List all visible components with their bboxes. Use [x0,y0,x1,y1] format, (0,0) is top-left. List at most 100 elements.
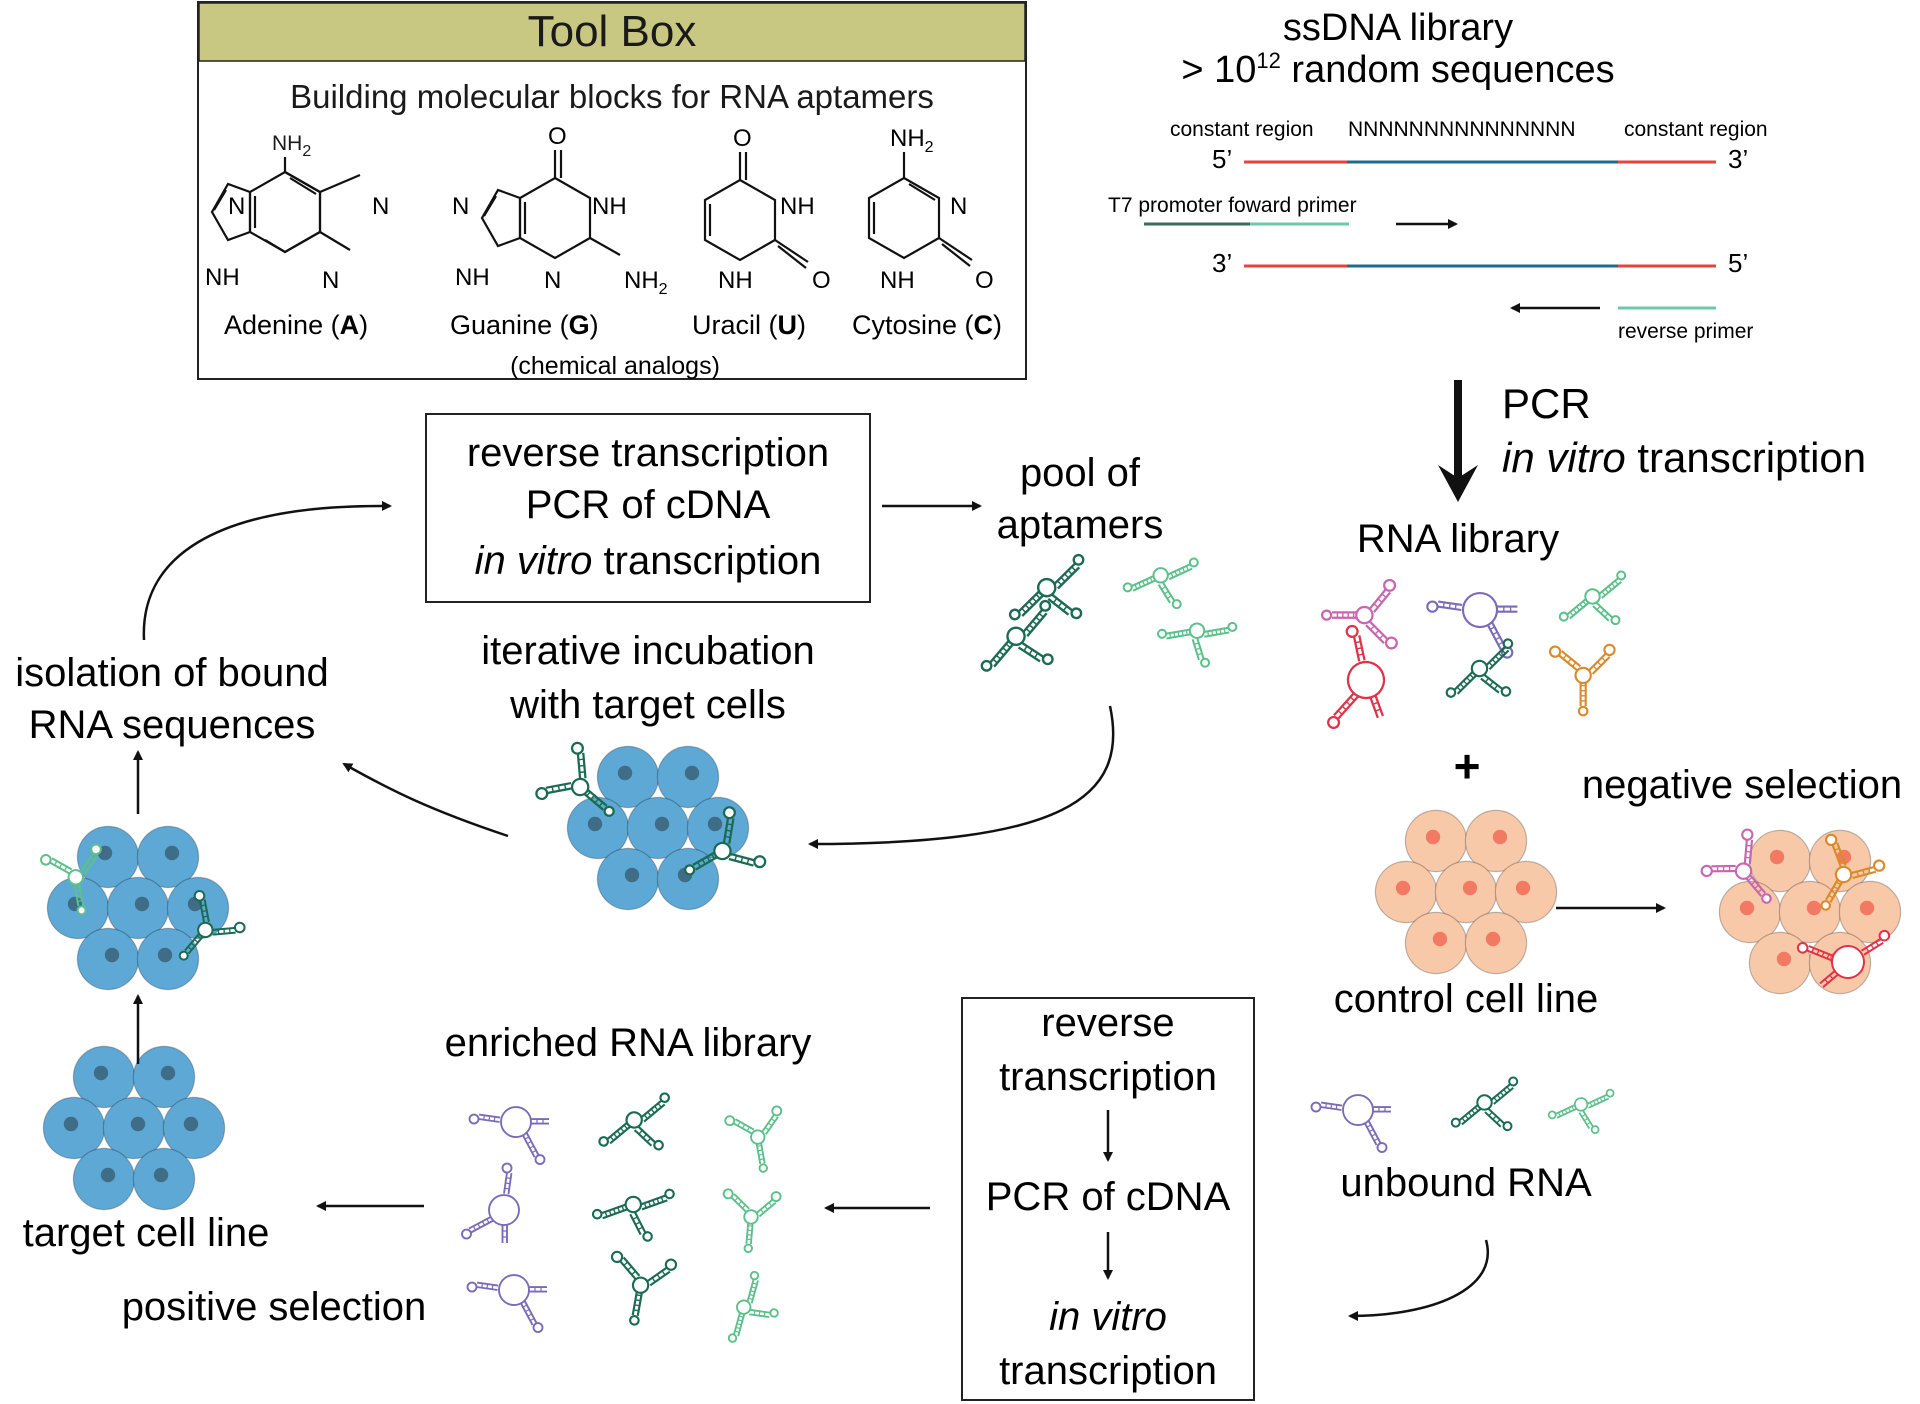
aptamer-basepair [1856,871,1860,877]
aptamer-basepair [737,1319,743,1322]
aptamer-basepair [1838,859,1844,863]
aptamer-basepair [1170,572,1174,578]
aptamer-basepair [1138,582,1142,588]
process-bottom-line3: PCR of cDNA [986,1175,1231,1219]
aptamer-loop [722,806,736,820]
aptamer-basepair [486,1218,490,1224]
aptamer-basepair [202,915,208,918]
aptamer-loop [1741,828,1754,841]
cytosine-nh: NH [880,267,915,294]
negative-nucleus [1859,900,1875,916]
aptamer-loop [1152,567,1169,584]
incubation-nucleus [654,816,670,832]
aptamer-basepair [504,1187,510,1190]
aptamer [1327,624,1386,729]
aptamer-basepair [1597,661,1602,666]
aptamer-stem [1744,876,1763,897]
aptamer-basepair [1746,844,1752,847]
aptamer-basepair [1579,603,1584,609]
aptamer-basepair [586,791,591,797]
aptamer-basepair [749,1293,754,1297]
aptamer [724,1105,783,1173]
aptamer-basepair [1181,567,1186,573]
aptamer-basepair [529,1317,535,1322]
aptamer-basepair [1181,630,1184,636]
aptamer-loop [591,1208,603,1220]
aptamer [535,741,615,817]
aptamer-basepair [491,1284,494,1290]
aptamer-loop [598,1136,609,1147]
plus-sign: + [1454,740,1481,792]
aptamer-stem [523,1300,538,1324]
aptamer-basepair [1163,590,1169,595]
aptamer-loop [1345,624,1359,638]
aptamer-basepair [724,835,731,839]
target-cell-cluster [42,1045,226,1211]
aptamer-loop [653,1139,664,1151]
aptamer-basepair [1593,1100,1596,1105]
incubation-to-isolation-arrow [342,762,509,838]
aptamer-basepair [751,1286,757,1289]
aptamer-basepair [1811,947,1815,953]
aptamer-basepair [1461,1117,1466,1123]
aptamer-stem [729,852,756,862]
isolation-line1: isolation of bound [15,651,329,695]
incubation-cell-cluster [535,741,767,911]
aptamer-basepair [760,1209,765,1214]
control-nucleus [1395,880,1411,896]
aptamer-basepair [623,1124,628,1130]
aptamer-basepair [1835,881,1842,886]
uracil-o-right: O [812,267,831,294]
control-cell-line-label: control cell line [1334,977,1599,1021]
aptamer-basepair [637,1226,643,1231]
aptamer-loop [468,1113,480,1125]
aptamer-basepair [646,1137,652,1143]
aptamer-basepair [1497,641,1504,646]
pool-line2: aptamers [997,503,1164,547]
aptamer-basepair [609,1136,615,1141]
aptamer-basepair [617,1207,621,1213]
aptamer-loop [1327,715,1341,729]
uracil-label: Uracil (U) [692,310,806,340]
aptamer-basepair [608,1210,612,1216]
aptamer-basepair [652,1199,656,1206]
aptamer-basepair [734,1197,739,1202]
aptamer-loop [501,1162,513,1174]
aptamer-basepair [193,938,199,944]
aptamer-basepair [1745,850,1752,853]
aptamer-stem [1363,1122,1378,1146]
chemical-analogs-note: (chemical analogs) [510,352,720,380]
aptamer-basepair [738,1200,743,1205]
aptamer-stem [649,1270,671,1287]
aptamer-basepair [1185,565,1189,571]
aptamer-basepair [1494,655,1500,661]
aptamer-loop [1502,638,1514,649]
control-nucleus [1492,829,1508,845]
aptamer-loop [466,1281,478,1293]
aptamer-loop [1070,607,1083,620]
aptamer-stem [692,850,717,866]
aptamer-basepair [736,1323,742,1326]
aptamer-basepair [1442,602,1445,608]
aptamer-stem [582,752,587,779]
aptamer-basepair [1185,630,1188,636]
aptamer-stem [730,1196,747,1213]
aptamer-basepair [1035,593,1041,599]
aptamer-basepair [1757,888,1763,893]
aptamer-stem [1484,1111,1502,1128]
aptamer-loop [1450,1117,1461,1128]
constant-region-left: constant region [1170,118,1314,141]
aptamer-stem [1711,870,1736,873]
aptamer-basepair [557,785,561,791]
aptamer-basepair [1369,1128,1374,1133]
aptamer-basepair [1459,683,1465,689]
aptamer-basepair [1169,632,1172,638]
aptamer-basepair [527,1140,532,1145]
aptamer [1450,1076,1519,1132]
aptamer-basepair [1038,612,1044,618]
aptamer-stem [639,1194,666,1206]
cytosine-n: N [950,193,967,220]
process-bottom-line5: transcription [999,1349,1217,1393]
aptamer-basepair [1875,941,1879,947]
aptamer-loop [1039,599,1052,612]
